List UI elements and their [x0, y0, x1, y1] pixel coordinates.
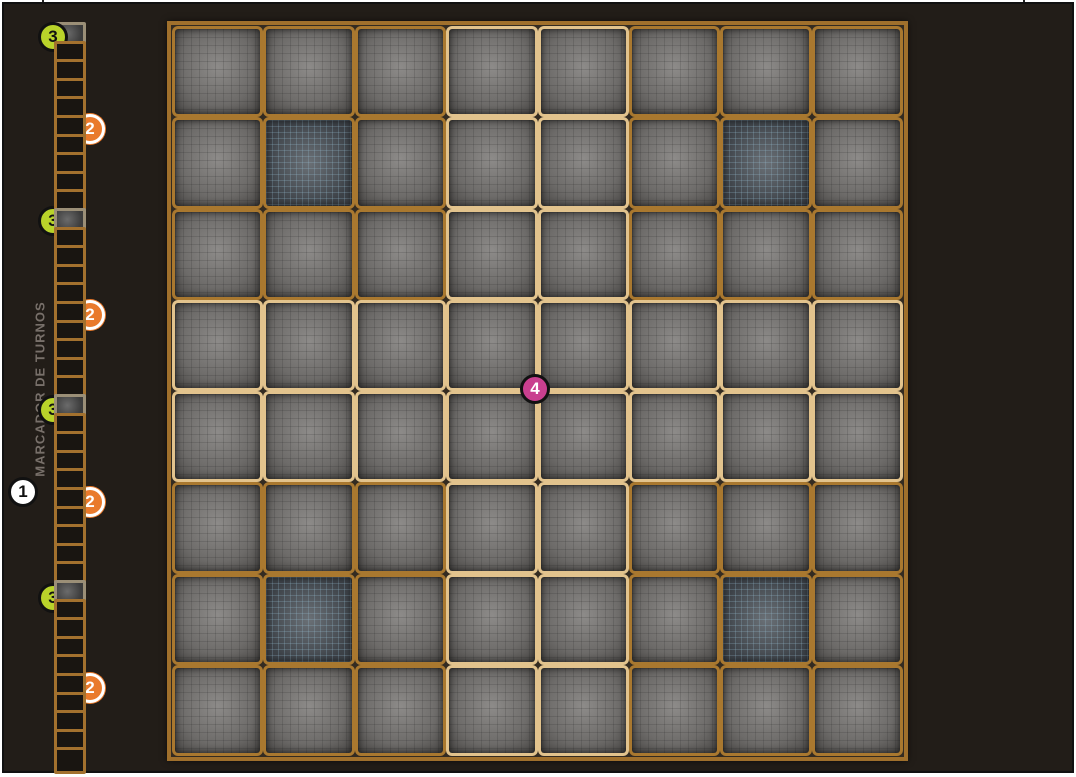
board-cell[interactable]	[541, 303, 626, 388]
board-cell[interactable]	[266, 394, 351, 479]
board-cell-special[interactable]	[723, 577, 808, 662]
board-cell[interactable]	[175, 485, 260, 570]
board-cell[interactable]	[358, 577, 443, 662]
board-cell[interactable]	[358, 485, 443, 570]
board-cell[interactable]	[449, 212, 534, 297]
board-cell[interactable]	[815, 577, 900, 662]
board-cell[interactable]	[541, 212, 626, 297]
board-cell[interactable]	[723, 212, 808, 297]
board-cell[interactable]	[358, 29, 443, 114]
board-cell[interactable]	[175, 212, 260, 297]
board-cell[interactable]	[449, 668, 534, 753]
board-cell[interactable]	[723, 394, 808, 479]
board-cell[interactable]	[358, 668, 443, 753]
board-cell[interactable]	[815, 485, 900, 570]
board-cell[interactable]	[541, 485, 626, 570]
board-cell[interactable]	[266, 212, 351, 297]
board-cell[interactable]	[449, 120, 534, 205]
board-cell-special[interactable]	[266, 577, 351, 662]
board-cell[interactable]	[632, 394, 717, 479]
board-cell[interactable]	[815, 29, 900, 114]
board-cell[interactable]	[449, 485, 534, 570]
board-cell[interactable]	[632, 29, 717, 114]
board-cell[interactable]	[358, 303, 443, 388]
board-cell[interactable]	[632, 303, 717, 388]
board-cell[interactable]	[723, 29, 808, 114]
board-cell[interactable]	[175, 668, 260, 753]
board-cell[interactable]	[266, 485, 351, 570]
board-cell[interactable]	[632, 577, 717, 662]
board-cell[interactable]	[449, 29, 534, 114]
board-cell[interactable]	[358, 212, 443, 297]
board-cell[interactable]	[449, 577, 534, 662]
board-cell[interactable]	[541, 29, 626, 114]
board-cell[interactable]	[541, 577, 626, 662]
board-cell[interactable]	[175, 29, 260, 114]
board-cell[interactable]	[449, 394, 534, 479]
board-cell[interactable]	[632, 120, 717, 205]
board-cell[interactable]	[815, 303, 900, 388]
board-cell[interactable]	[449, 303, 534, 388]
board-cell[interactable]	[358, 120, 443, 205]
turn-slot[interactable]	[54, 747, 86, 774]
board-cell[interactable]	[815, 394, 900, 479]
board-cell[interactable]	[723, 668, 808, 753]
board-cell[interactable]	[358, 394, 443, 479]
callout-4: 4	[520, 374, 550, 404]
board-cell[interactable]	[632, 668, 717, 753]
board-cell[interactable]	[266, 29, 351, 114]
board-cell-special[interactable]	[723, 120, 808, 205]
board-cell[interactable]	[266, 668, 351, 753]
board-cell[interactable]	[175, 577, 260, 662]
board-cell[interactable]	[723, 303, 808, 388]
board-cell[interactable]	[723, 485, 808, 570]
board-cell[interactable]	[632, 212, 717, 297]
callout-1: 1	[8, 477, 38, 507]
board-cell[interactable]	[815, 668, 900, 753]
turn-tracker	[54, 22, 88, 772]
board-cell[interactable]	[175, 394, 260, 479]
board-cell[interactable]	[541, 120, 626, 205]
board-cell[interactable]	[266, 303, 351, 388]
board-cell[interactable]	[175, 303, 260, 388]
board-cell[interactable]	[815, 212, 900, 297]
board-cell[interactable]	[175, 120, 260, 205]
board-cell[interactable]	[541, 668, 626, 753]
board-cell[interactable]	[632, 485, 717, 570]
board-cell-special[interactable]	[266, 120, 351, 205]
board-cell[interactable]	[815, 120, 900, 205]
board-cell[interactable]	[541, 394, 626, 479]
turn-tracker-label: MARCADOR DE TURNOS	[33, 301, 48, 476]
